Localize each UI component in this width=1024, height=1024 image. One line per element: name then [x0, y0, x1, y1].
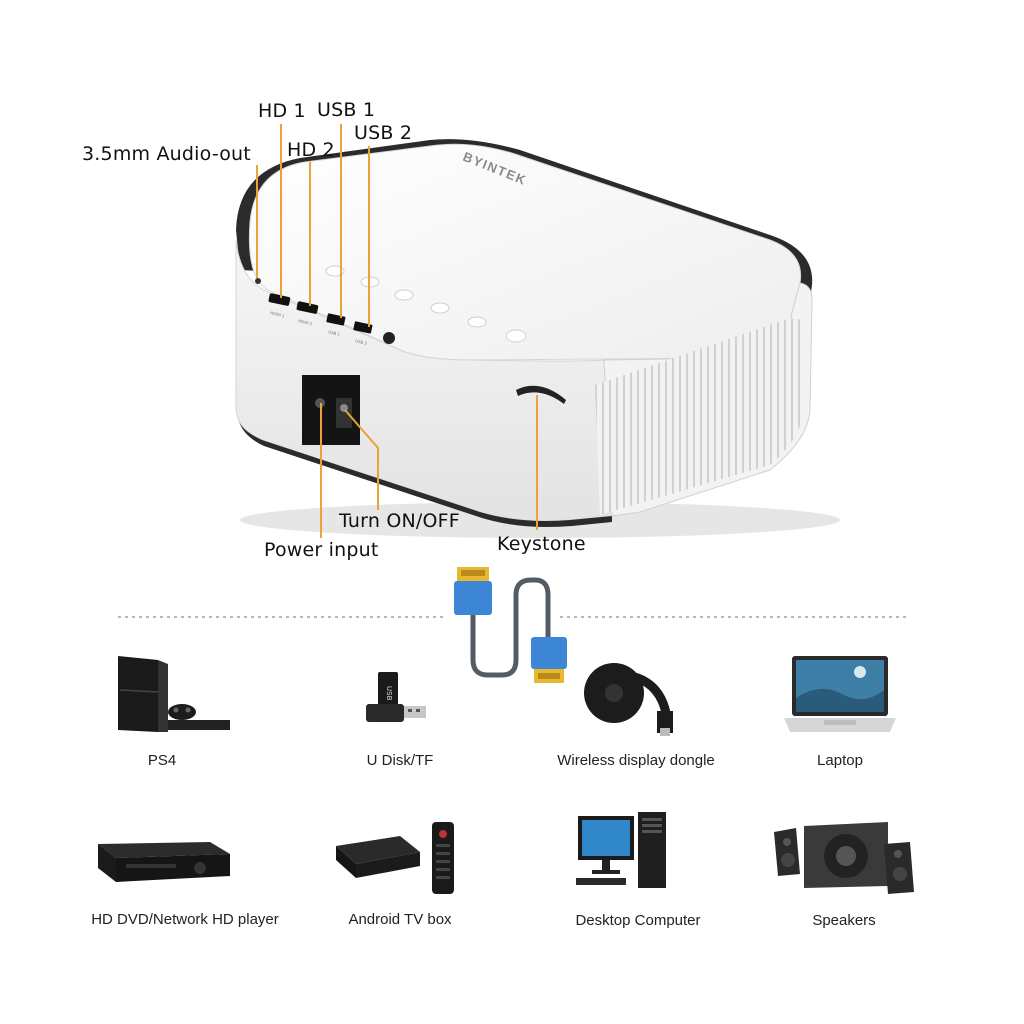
android-tv-box-icon [336, 822, 454, 894]
callout-power-input: Power input [264, 539, 379, 561]
callout-turn-on-off: Turn ON/OFF [339, 510, 460, 532]
callout-usb1: USB 1 [317, 99, 376, 121]
port-label-hdmi2: HDMI 2 [298, 318, 314, 326]
callout-audio-out: 3.5mm Audio-out [82, 143, 251, 165]
device-label-dongle: Wireless display dongle [557, 752, 715, 769]
port-label-hdmi1: HDMI 1 [270, 310, 286, 318]
port-label-usb1: USB 1 [328, 329, 341, 337]
dvd-player-icon [98, 842, 230, 882]
speakers-icon [774, 822, 914, 894]
device-label-speakers: Speakers [812, 912, 876, 929]
callout-usb2: USB 2 [354, 122, 413, 144]
port-label-usb2: USB 2 [355, 338, 368, 346]
ps4-icon [118, 656, 230, 732]
usb-disk-icon: USB [366, 672, 426, 722]
device-label-udisk: U Disk/TF [366, 752, 434, 769]
callout-hd1: HD 1 [258, 100, 306, 122]
device-label-dvd: HD DVD/Network HD player [91, 911, 279, 928]
device-label-ps4: PS4 [147, 752, 177, 769]
device-label-tvbox: Android TV box [348, 911, 452, 928]
callout-lines [256, 124, 538, 538]
wireless-dongle-icon [584, 663, 673, 736]
desktop-computer-icon [576, 812, 666, 888]
projector-illustration: BYINTEK HDMI 1 HDMI 2 USB 1 USB 2 [235, 124, 840, 538]
divider-line [118, 616, 910, 618]
power-panel [302, 375, 360, 445]
callout-hd2: HD 2 [287, 139, 335, 161]
usb-stick-text: USB [385, 686, 393, 701]
hdmi-cable-icon [454, 567, 567, 683]
callout-keystone: Keystone [497, 533, 586, 555]
laptop-icon [784, 656, 896, 732]
device-label-laptop: Laptop [817, 752, 863, 769]
keystone-wheel [516, 385, 566, 404]
device-label-desktop: Desktop Computer [575, 912, 701, 929]
